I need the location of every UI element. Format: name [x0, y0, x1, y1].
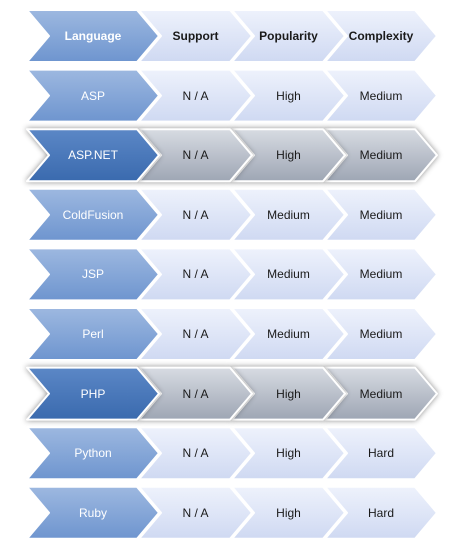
popularity-label: High	[276, 446, 301, 461]
complexity-label: Medium	[359, 267, 403, 282]
popularity-label: Popularity	[259, 29, 318, 43]
popularity-label: High	[276, 386, 301, 401]
language-label: Ruby	[78, 505, 107, 520]
row-language-chevron	[26, 426, 160, 481]
language-label: ColdFusion	[62, 207, 124, 222]
row-popularity-chevron	[231, 426, 346, 481]
row-language-chevron	[26, 68, 160, 123]
support-label: N / A	[182, 207, 209, 222]
table-row: PHP N / A High Medium	[0, 368, 450, 420]
header-complexity-chevron	[324, 9, 438, 63]
row-popularity-chevron	[231, 307, 346, 361]
row-popularity-chevron	[231, 366, 346, 421]
language-label: JSP	[81, 267, 104, 282]
support-label: N / A	[182, 327, 209, 341]
language-label: Python	[74, 446, 112, 461]
row-complexity-chevron	[324, 366, 438, 421]
row-popularity-chevron	[231, 187, 346, 242]
row-complexity-chevron	[324, 187, 438, 242]
row-complexity-chevron	[324, 128, 438, 183]
complexity-label: Medium	[359, 88, 403, 103]
row-complexity-chevron	[324, 68, 438, 123]
header-support-chevron	[138, 9, 253, 63]
support-label: N / A	[182, 88, 209, 103]
row-support-chevron	[138, 187, 253, 242]
row-support-chevron	[138, 247, 253, 302]
header-row: Language Support Popularity Complexity	[0, 10, 450, 62]
row-complexity-chevron	[324, 307, 438, 361]
table-row: ASP.NET N / A High Medium	[0, 129, 450, 181]
popularity-label: High	[276, 505, 301, 520]
row-language-chevron	[26, 485, 160, 540]
table-row: ASP N / A High Medium	[0, 70, 450, 122]
complexity-label: Hard	[367, 505, 394, 520]
header-language-chevron	[26, 9, 160, 63]
table-row: Perl N / A Medium Medium	[0, 308, 450, 360]
language-label: ASP.NET	[68, 148, 118, 163]
complexity-label: Medium	[359, 148, 403, 163]
table-row: JSP N / A Medium Medium	[0, 248, 450, 300]
support-label: N / A	[182, 446, 209, 461]
row-language-chevron	[26, 366, 160, 421]
row-language-chevron	[26, 247, 160, 302]
language-label: Perl	[82, 327, 104, 341]
row-support-chevron	[138, 366, 253, 421]
table-row: ColdFusion N / A Medium Medium	[0, 189, 450, 241]
row-language-chevron	[26, 187, 160, 242]
popularity-label: Medium	[267, 207, 310, 222]
complexity-label: Medium	[359, 207, 403, 222]
row-popularity-chevron	[231, 128, 346, 183]
support-label: N / A	[182, 386, 209, 401]
complexity-label: Hard	[367, 446, 394, 461]
row-support-chevron	[138, 307, 253, 361]
row-support-chevron	[138, 426, 253, 481]
complexity-label: Medium	[359, 327, 403, 341]
row-support-chevron	[138, 68, 253, 123]
table-row: Python N / A High Hard	[0, 427, 450, 479]
row-complexity-chevron	[324, 426, 438, 481]
support-label: Support	[172, 29, 219, 43]
support-label: N / A	[182, 267, 209, 282]
header-popularity-chevron	[231, 9, 346, 63]
complexity-label: Complexity	[348, 29, 414, 43]
row-complexity-chevron	[324, 247, 438, 302]
row-popularity-chevron	[231, 485, 346, 540]
support-label: N / A	[182, 148, 209, 163]
row-language-chevron	[26, 128, 160, 183]
row-language-chevron	[26, 307, 160, 361]
popularity-label: High	[276, 88, 301, 103]
row-popularity-chevron	[231, 247, 346, 302]
popularity-label: Medium	[267, 267, 310, 282]
row-complexity-chevron	[324, 485, 438, 540]
popularity-label: High	[276, 148, 301, 163]
table-row: Ruby N / A High Hard	[0, 487, 450, 539]
row-support-chevron	[138, 485, 253, 540]
language-label: ASP	[80, 88, 105, 103]
language-label: PHP	[80, 386, 106, 401]
language-label: Language	[64, 29, 122, 43]
row-support-chevron	[138, 128, 253, 183]
complexity-label: Medium	[359, 386, 403, 401]
popularity-label: Medium	[267, 327, 310, 341]
support-label: N / A	[182, 505, 209, 520]
row-popularity-chevron	[231, 68, 346, 123]
